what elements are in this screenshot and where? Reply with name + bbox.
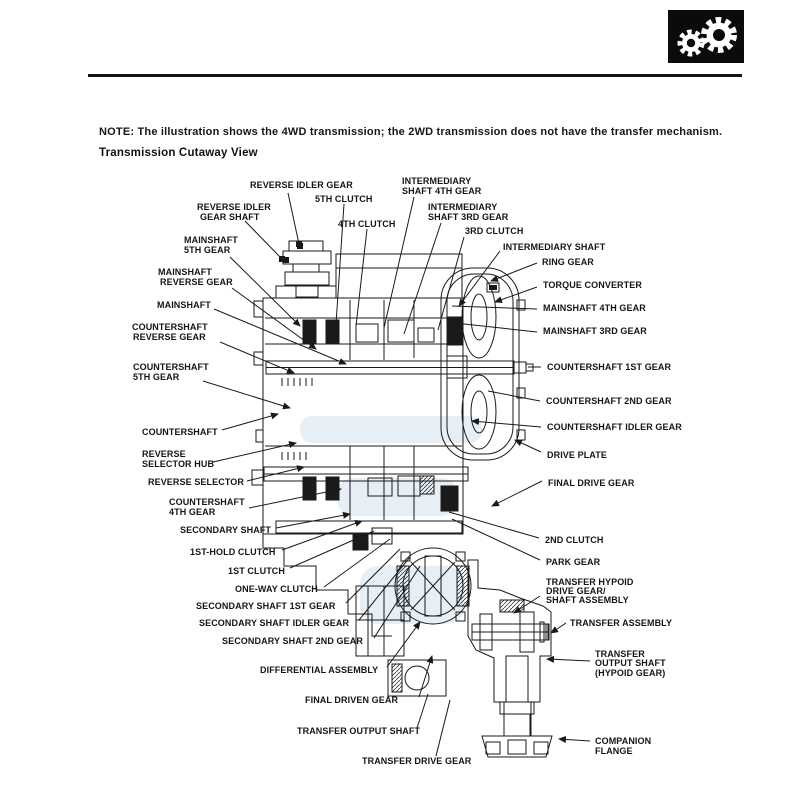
callout-secondary-shaft: SECONDARY SHAFT xyxy=(180,525,271,535)
callout-mainshaft: MAINSHAFT xyxy=(157,300,211,310)
callout-differential-assembly: DIFFERENTIAL ASSEMBLY xyxy=(260,665,378,675)
page-title: Transmission Cutaway View xyxy=(99,147,258,159)
callout-3rd-clutch: 3RD CLUTCH xyxy=(465,226,524,236)
callout-companion-flange-2: FLANGE xyxy=(595,746,633,756)
gears-icon xyxy=(668,10,744,63)
callout-reverse-selector-hub-2: SELECTOR HUB xyxy=(142,459,214,469)
callout-countershaft: COUNTERSHAFT xyxy=(142,427,218,437)
callout-secondary-shaft-idler-gear: SECONDARY SHAFT IDLER GEAR xyxy=(199,618,350,628)
callout-countershaft-4th-gear-1: COUNTERSHAFT xyxy=(169,497,245,507)
gears-icon-art xyxy=(677,17,737,57)
callout-secondary-shaft-2nd-gear: SECONDARY SHAFT 2ND GEAR xyxy=(222,636,363,646)
callout-companion-flange-1: COMPANION xyxy=(595,736,651,746)
callout-one-way-clutch: ONE-WAY CLUTCH xyxy=(235,584,318,594)
callout-intermediary-shaft-4th-gear-1: INTERMEDIARY xyxy=(402,176,471,186)
callout-reverse-selector: REVERSE SELECTOR xyxy=(148,477,244,487)
callout-transfer-hypoid-2: DRIVE GEAR/ xyxy=(546,586,606,596)
note-text: NOTE: The illustration shows the 4WD tra… xyxy=(99,126,723,138)
callout-transfer-output-shaft-hypoid-3: (HYPOID GEAR) xyxy=(595,668,665,678)
callout-2nd-clutch: 2ND CLUTCH xyxy=(545,535,604,545)
callout-mainshaft-3rd-gear: MAINSHAFT 3RD GEAR xyxy=(543,326,647,336)
callout-final-driven-gear: FINAL DRIVEN GEAR xyxy=(305,695,398,705)
callout-mainshaft-4th-gear: MAINSHAFT 4TH GEAR xyxy=(543,303,646,313)
callout-reverse-idler-gear-shaft-1: REVERSE IDLER xyxy=(197,202,271,212)
callout-intermediary-shaft-3rd-gear-2: SHAFT 3RD GEAR xyxy=(428,212,509,222)
callout-countershaft-reverse-gear-1: COUNTERSHAFT xyxy=(132,322,208,332)
callout-intermediary-shaft: INTERMEDIARY SHAFT xyxy=(503,242,606,252)
callout-reverse-selector-hub-1: REVERSE xyxy=(142,449,186,459)
callout-ring-gear: RING GEAR xyxy=(542,257,594,267)
callout-5th-clutch: 5TH CLUTCH xyxy=(315,194,373,204)
callout-countershaft-reverse-gear-2: REVERSE GEAR xyxy=(133,332,206,342)
callout-mainshaft-5th-gear-1: MAINSHAFT xyxy=(184,235,238,245)
callout-transfer-output-shaft: TRANSFER OUTPUT SHAFT xyxy=(297,726,420,736)
callout-4th-clutch: 4TH CLUTCH xyxy=(338,219,396,229)
transmission-cutaway-drawing xyxy=(251,240,553,758)
callout-countershaft-5th-gear-2: 5TH GEAR xyxy=(133,372,180,382)
callout-transfer-output-shaft-hypoid-1: TRANSFER xyxy=(595,649,645,659)
header-rule xyxy=(88,74,742,77)
callout-torque-converter: TORQUE CONVERTER xyxy=(543,280,642,290)
callout-intermediary-shaft-3rd-gear-1: INTERMEDIARY xyxy=(428,202,497,212)
large-gear-icon xyxy=(701,17,737,53)
small-gear-icon xyxy=(677,29,705,57)
callout-final-drive-gear: FINAL DRIVE GEAR xyxy=(548,478,635,488)
callout-transfer-hypoid-1: TRANSFER HYPOID xyxy=(546,577,634,587)
callout-mainshaft-reverse-gear-2: REVERSE GEAR xyxy=(160,277,233,287)
callout-drive-plate: DRIVE PLATE xyxy=(547,450,607,460)
callout-transfer-assembly: TRANSFER ASSEMBLY xyxy=(570,618,672,628)
callout-countershaft-5th-gear-1: COUNTERSHAFT xyxy=(133,362,209,372)
callout-countershaft-4th-gear-2: 4TH GEAR xyxy=(169,507,216,517)
callout-1st-clutch: 1ST CLUTCH xyxy=(228,566,285,576)
callout-reverse-idler-gear-shaft-2: GEAR SHAFT xyxy=(200,212,260,222)
callout-transfer-output-shaft-hypoid-2: OUTPUT SHAFT xyxy=(595,658,666,668)
callout-transfer-hypoid-3: SHAFT ASSEMBLY xyxy=(546,595,629,605)
callout-1st-hold-clutch: 1ST-HOLD CLUTCH xyxy=(190,547,276,557)
leader-lines xyxy=(202,192,591,757)
callout-countershaft-2nd-gear: COUNTERSHAFT 2ND GEAR xyxy=(546,396,672,406)
callout-mainshaft-5th-gear-2: 5TH GEAR xyxy=(184,245,231,255)
callout-labels: REVERSE IDLER GEAR 5TH CLUTCH REVERSE ID… xyxy=(132,176,682,766)
callout-mainshaft-reverse-gear-1: MAINSHAFT xyxy=(158,267,212,277)
callout-countershaft-1st-gear: COUNTERSHAFT 1ST GEAR xyxy=(547,362,672,372)
callout-transfer-drive-gear: TRANSFER DRIVE GEAR xyxy=(362,756,472,766)
callout-intermediary-shaft-4th-gear-2: SHAFT 4TH GEAR xyxy=(402,186,482,196)
callout-park-gear: PARK GEAR xyxy=(546,557,601,567)
callout-secondary-shaft-1st-gear: SECONDARY SHAFT 1ST GEAR xyxy=(196,601,336,611)
callout-countershaft-idler-gear: COUNTERSHAFT IDLER GEAR xyxy=(547,422,682,432)
callout-reverse-idler-gear: REVERSE IDLER GEAR xyxy=(250,180,353,190)
